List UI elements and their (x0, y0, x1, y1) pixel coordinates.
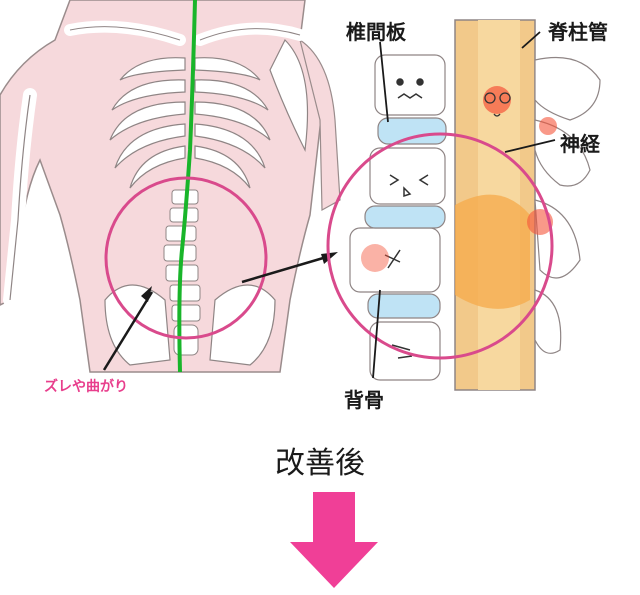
skeleton-illustration (0, 0, 341, 373)
label-nerve: 神経 (560, 132, 600, 156)
label-vertebra: 背骨 (344, 388, 384, 412)
label-intervertebral-disc: 椎間板 (346, 20, 406, 44)
label-spinal-canal: 脊柱管 (548, 20, 608, 44)
down-arrow-icon (290, 492, 378, 588)
caption-after-improvement: 改善後 (275, 446, 365, 481)
label-misalignment: ズレや曲がり (44, 379, 128, 395)
spine-closeup-illustration (326, 19, 601, 391)
